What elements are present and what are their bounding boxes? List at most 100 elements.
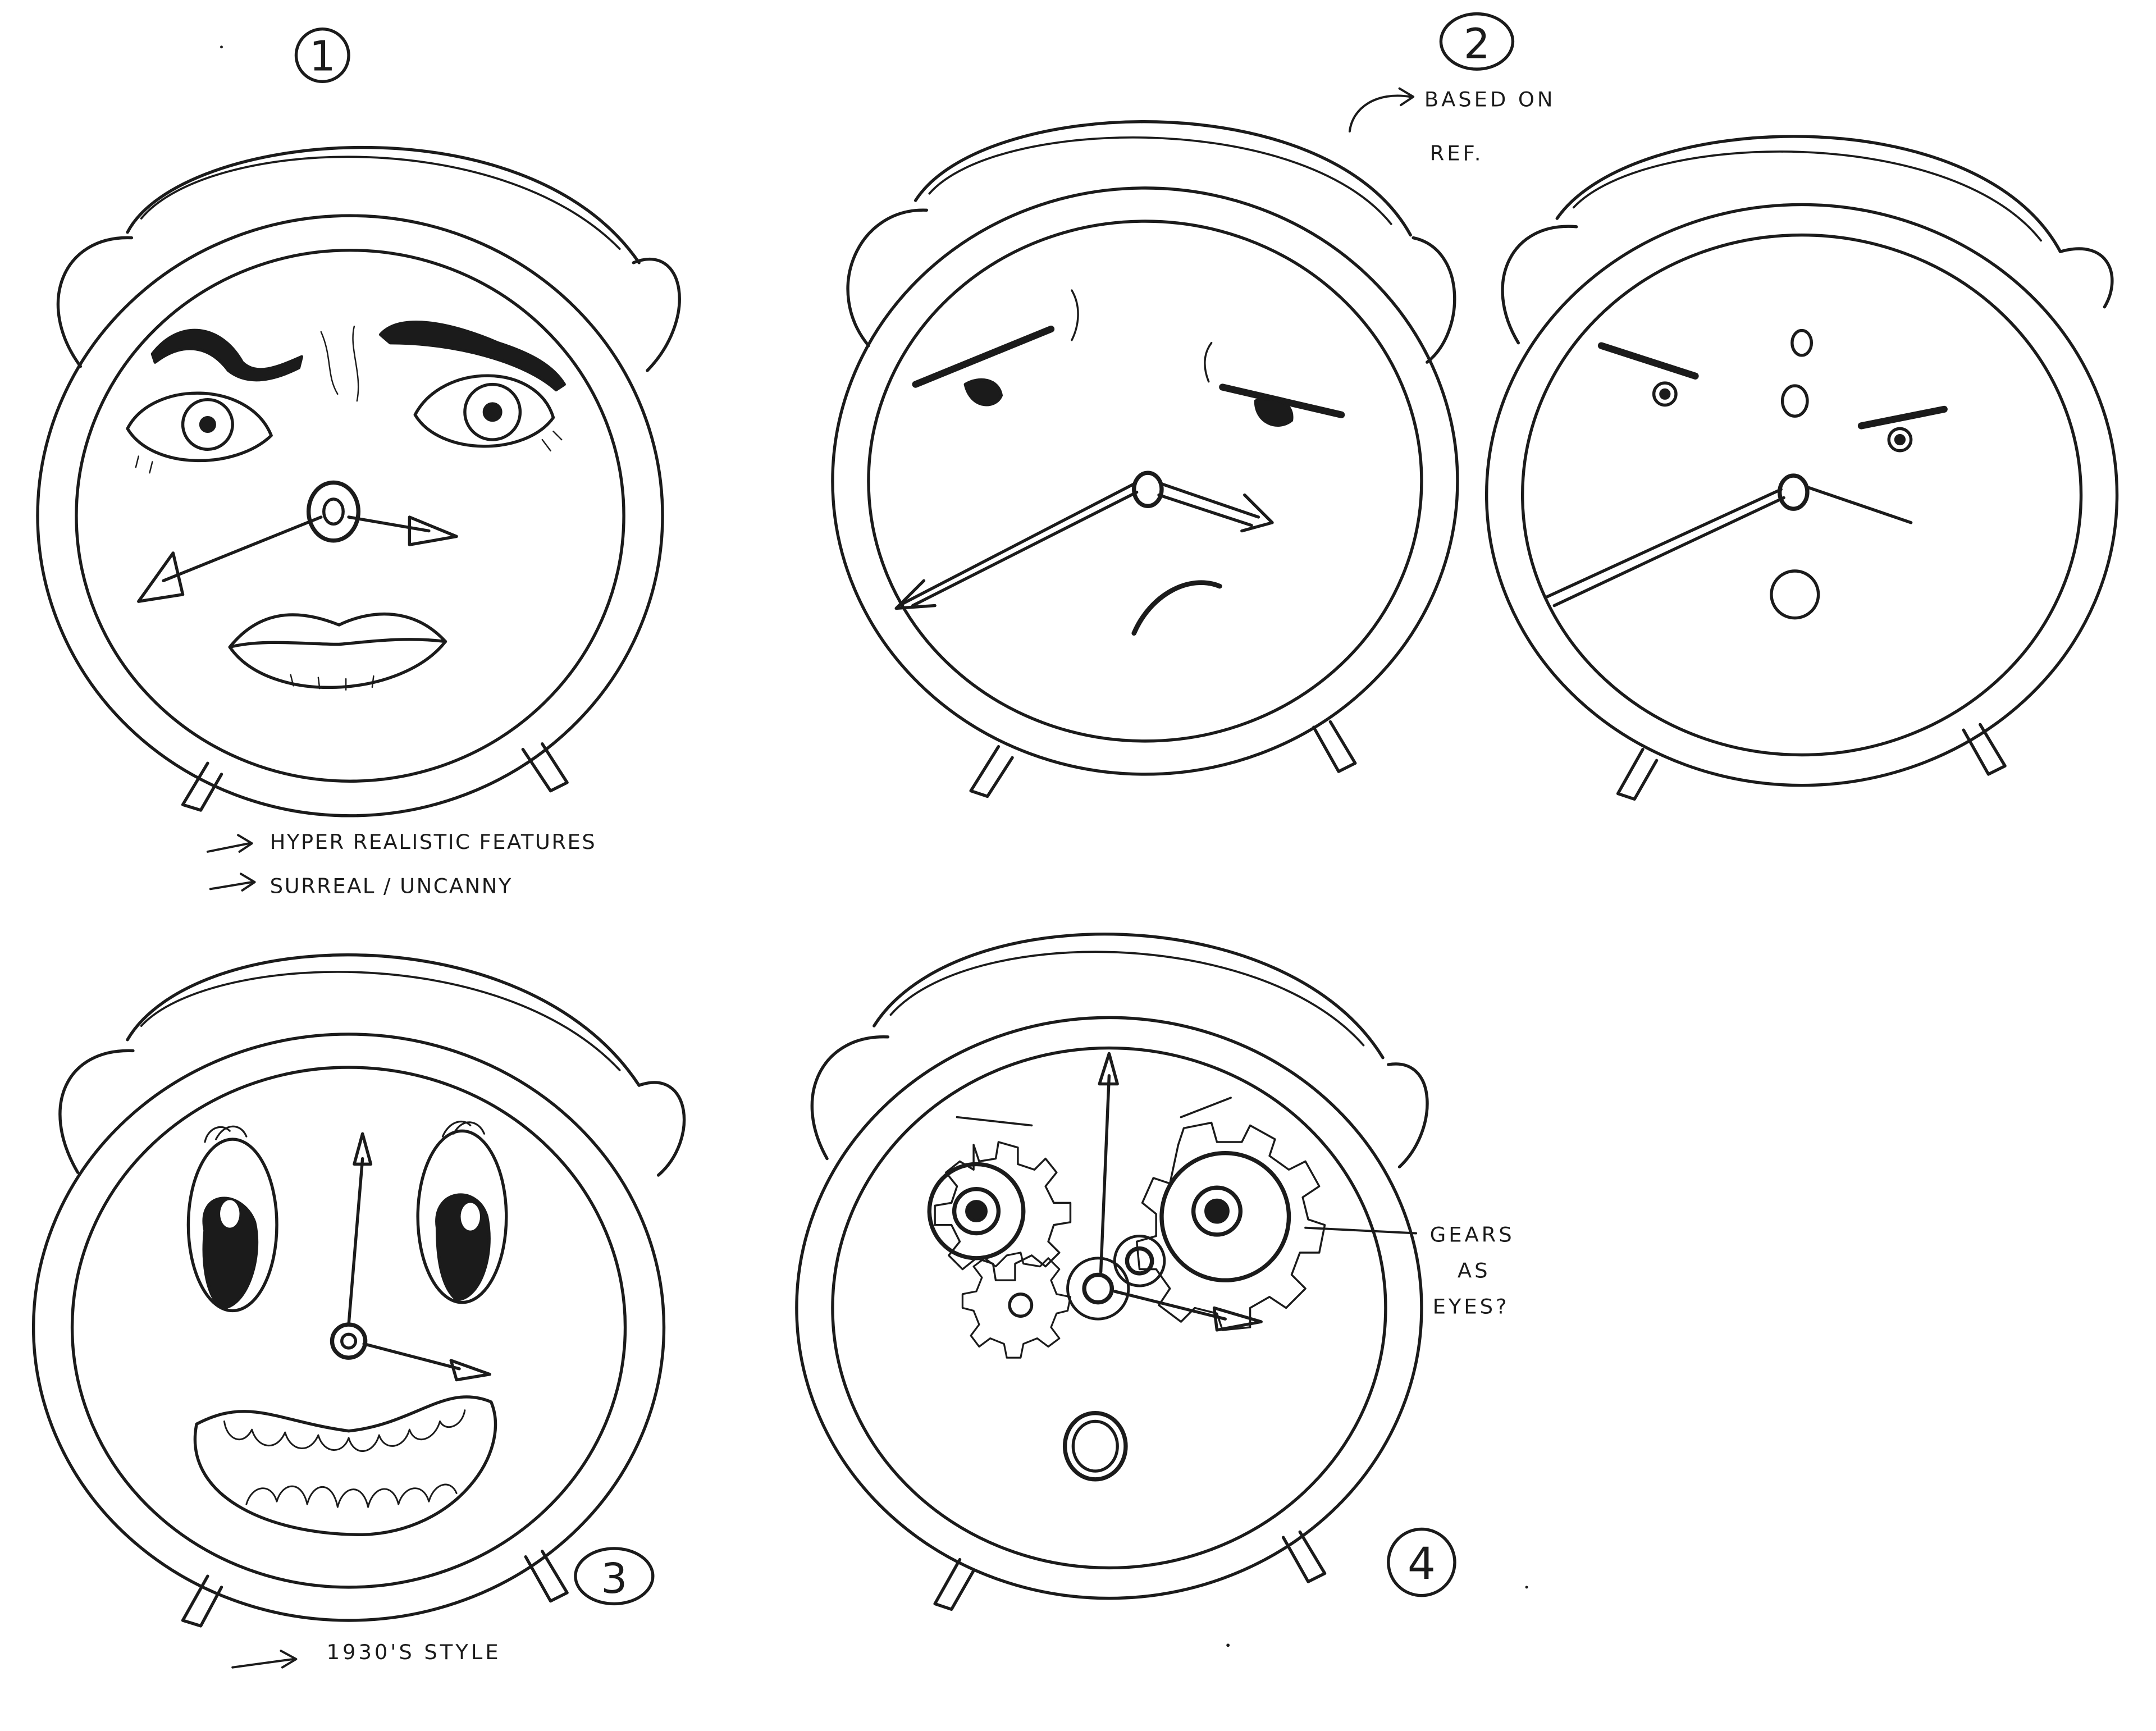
gears-pointer-line — [1304, 1226, 1418, 1235]
clock-2a-handle — [913, 120, 1412, 237]
clock-1-bell-right — [632, 258, 681, 372]
clock-3-handle — [126, 953, 641, 1087]
eyebrow-left — [150, 328, 304, 382]
clock-3-teeth-lower — [245, 1483, 458, 1508]
clock-3-pupil-left — [202, 1196, 259, 1310]
clock-3-rubberhose — [31, 953, 686, 1628]
clock-3-leg-right — [524, 1550, 569, 1603]
note-based-line2: REF. — [1430, 141, 1484, 166]
clock-2b-mouth — [1770, 569, 1820, 620]
clock-2b-eye-right — [1887, 427, 1913, 453]
eye-left-iris — [181, 398, 234, 451]
number-2-text: 2 — [1464, 20, 1490, 68]
clock-4-gears — [795, 933, 1429, 1611]
clock-2b-eye-left-pupil — [1659, 388, 1671, 400]
clock-2b-outer-rim — [1484, 203, 2119, 787]
clock-2a-sad — [831, 120, 1459, 798]
clock-2a-mouth — [1131, 580, 1222, 636]
note-based-line1: BASED ON — [1424, 88, 1556, 112]
clock-3-eye-left — [186, 1138, 278, 1313]
gear-eye-left-center — [965, 1200, 988, 1223]
clock-2a-eye-left — [963, 378, 1003, 407]
clock-4-hour-arrow — [1212, 1306, 1263, 1332]
gear-eye-right-rim — [1159, 1150, 1291, 1282]
clock-2b-handle-inner — [1572, 150, 2042, 242]
clock-2b-eye-left — [1652, 381, 1678, 407]
clock-1-hour-arrow — [408, 515, 458, 546]
gear-hub-inner — [1082, 1272, 1114, 1305]
clock-1-bell-left — [56, 236, 134, 368]
clock-2b-drop-bottom — [1780, 384, 1809, 418]
clock-1-hour-hand — [347, 515, 431, 533]
note-gears-line1: GEARS — [1430, 1222, 1515, 1246]
clock-1-inner-rim — [75, 248, 625, 783]
clock-1-handle-inner — [140, 156, 621, 250]
stray-speck — [220, 45, 223, 49]
gear-small-teeth — [961, 1252, 1072, 1359]
clock-4-eyebrow-left — [956, 1116, 1033, 1127]
gear-eye-right-pupil — [1191, 1185, 1243, 1237]
clock-2a-bell-right — [1412, 236, 1456, 364]
clock-2a-eye-right — [1254, 397, 1294, 427]
eye-left-pupil — [199, 415, 216, 433]
clock-2a-handle-inner — [928, 136, 1392, 225]
clock-3-teeth-upper — [223, 1409, 466, 1452]
clock-2b-bell-left — [1501, 225, 1578, 345]
eyebrow-right — [378, 321, 566, 392]
number-3-text: 3 — [601, 1555, 627, 1603]
clock-2a-leg-right — [1312, 720, 1357, 773]
gear-small-hole — [1008, 1292, 1034, 1318]
clock-4-inner-rim — [831, 1046, 1387, 1570]
note-1930s-text: 1930'S STYLE — [327, 1640, 501, 1664]
clock-4-hour-hand — [1113, 1290, 1227, 1321]
clock-2a-leg-left — [969, 745, 1014, 798]
clock-3-mouth-outline — [193, 1395, 497, 1537]
clock-3-outer-rim — [31, 1033, 666, 1622]
clock-1-minute-arrow — [137, 551, 185, 603]
label-number-4: 4 — [1387, 1527, 1456, 1597]
clock-1-hyperrealistic — [36, 145, 681, 817]
mouth-lower-lip — [228, 640, 447, 689]
label-number-3: 3 — [574, 1547, 655, 1606]
clock-1-handle — [126, 145, 641, 264]
clock-3-bell-left — [58, 1049, 135, 1174]
label-number-1: 1 — [294, 28, 350, 83]
clock-2a-brow-crease — [1071, 289, 1213, 383]
clock-4-minute-arrow — [1098, 1052, 1119, 1086]
clock-2a-minute-hand — [897, 482, 1139, 608]
clock-3-hour-hand — [362, 1342, 461, 1371]
stray-speck — [1525, 1586, 1528, 1589]
eye-right-pupil — [482, 402, 503, 422]
clock-1-outer-rim — [36, 214, 664, 817]
clock-2b-angry — [1484, 135, 2119, 801]
clock-3-lashes-left — [204, 1125, 248, 1143]
mouth-lower-lines — [290, 674, 374, 691]
clock-4-mouth-outer — [1062, 1410, 1128, 1482]
clock-4-leg-left — [933, 1558, 975, 1611]
clock-2b-eyebrow-left — [1597, 342, 1699, 380]
clock-4-mouth-inner — [1071, 1419, 1119, 1473]
clock-2b-eyebrow-right — [1857, 405, 1948, 430]
note-1930s: 1930'S STYLE — [231, 1640, 501, 1669]
clock-3-inner-rim — [70, 1066, 627, 1589]
note-hyper-text: HYPER REALISTIC FEATURES — [270, 830, 596, 854]
note-gears-as-eyes: GEARS AS EYES? — [1430, 1222, 1515, 1318]
clock-4-leg-right — [1281, 1530, 1327, 1583]
clock-2a-minute-arrow — [894, 579, 937, 610]
clock-1-minute-hand — [162, 515, 323, 582]
clock-4-handle — [873, 933, 1385, 1059]
clock-2b-leg-right — [1962, 723, 2007, 776]
eye-right-iris — [463, 382, 522, 441]
nose-hub-outer — [306, 480, 360, 543]
number-1-text: 1 — [309, 33, 336, 81]
label-number-2: 2 — [1439, 12, 1515, 71]
note-based-on-ref: BASED ON REF. — [1348, 88, 1556, 166]
clock-2b-minute-hand — [1544, 488, 1785, 608]
brow-wrinkles — [320, 325, 359, 402]
clock-2a-bell-left — [846, 208, 929, 348]
nose-hub-inner — [322, 497, 345, 526]
clock-4-bell-left — [810, 1035, 890, 1161]
clock-2a-hour-hand — [1157, 482, 1260, 527]
clock-3-eye-right — [416, 1129, 508, 1304]
